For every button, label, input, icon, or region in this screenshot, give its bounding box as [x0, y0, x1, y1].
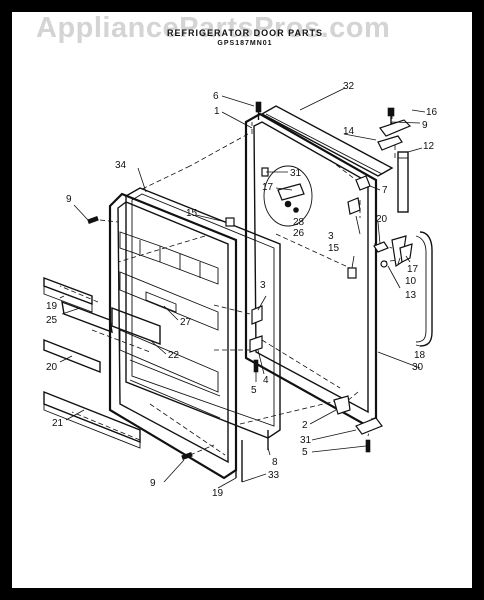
top-trim-strip: [260, 105, 394, 177]
callout-24: 26: [293, 228, 305, 239]
callout-15-upper: 15: [186, 208, 198, 219]
callout-17-right: 17: [407, 264, 419, 275]
callout-15-lower: 15: [328, 243, 340, 254]
handle-bracket-cluster: [263, 165, 313, 227]
callout-32: 32: [343, 81, 355, 92]
callout-20-lower: 20: [46, 362, 58, 373]
callout-9-upper: 9: [66, 194, 72, 205]
callout-16: 16: [426, 107, 438, 118]
callout-30: 30: [412, 362, 424, 373]
callout-12: 12: [423, 141, 435, 152]
door-handle: [415, 231, 433, 347]
door-gasket: [125, 187, 281, 439]
callout-14: 14: [343, 126, 355, 137]
watermark: AppliancePartsPros.com: [36, 12, 391, 44]
callout-10: 9: [422, 120, 428, 131]
callout-11: 10: [405, 276, 417, 287]
callout-labels: 6 1 32 16 14 9 12 7 31 17 28 26 34 9 15 …: [46, 81, 438, 499]
callout-26: 28: [293, 217, 305, 228]
fasteners-and-small-parts: [87, 101, 413, 482]
callout-21: 21: [52, 418, 64, 429]
callout-17-upper: 17: [262, 182, 274, 193]
callout-7: 7: [382, 185, 388, 196]
callout-31: 31: [300, 435, 312, 446]
callout-5-left: 5: [251, 385, 257, 396]
callout-20-upper: 19: [46, 301, 58, 312]
diagram-title: REFRIGERATOR DOOR PARTS: [166, 28, 323, 38]
callout-6: 6: [213, 91, 219, 102]
callout-3-right: 3: [328, 231, 334, 242]
callout-18: 18: [414, 350, 426, 361]
callout-13: 13: [405, 290, 417, 301]
assembly-lines: [59, 114, 399, 456]
diagram-sheet: [12, 12, 472, 588]
callout-22: 20: [376, 214, 388, 225]
callout-9-bottom: 9: [150, 478, 156, 489]
model-number: GPS187MN01: [217, 40, 273, 47]
callout-5: 5: [302, 447, 308, 458]
callout-8: 8: [272, 457, 278, 468]
top-hinge: [377, 107, 412, 151]
hinge-bar: [397, 151, 409, 213]
callout-23: 22: [168, 350, 180, 361]
callout-19: 19: [212, 488, 224, 499]
callout-33: 33: [268, 470, 280, 481]
callout-25: 25: [46, 315, 58, 326]
callout-28: 31: [290, 168, 302, 179]
callout-2: 2: [302, 420, 308, 431]
leader-lines: [59, 87, 426, 489]
callout-4: 4: [263, 375, 269, 386]
callout-3-left: 3: [260, 280, 266, 291]
callout-27: 27: [180, 317, 192, 328]
door-bins: [43, 276, 161, 449]
callout-1: 1: [214, 106, 220, 117]
callout-34: 34: [115, 160, 127, 171]
